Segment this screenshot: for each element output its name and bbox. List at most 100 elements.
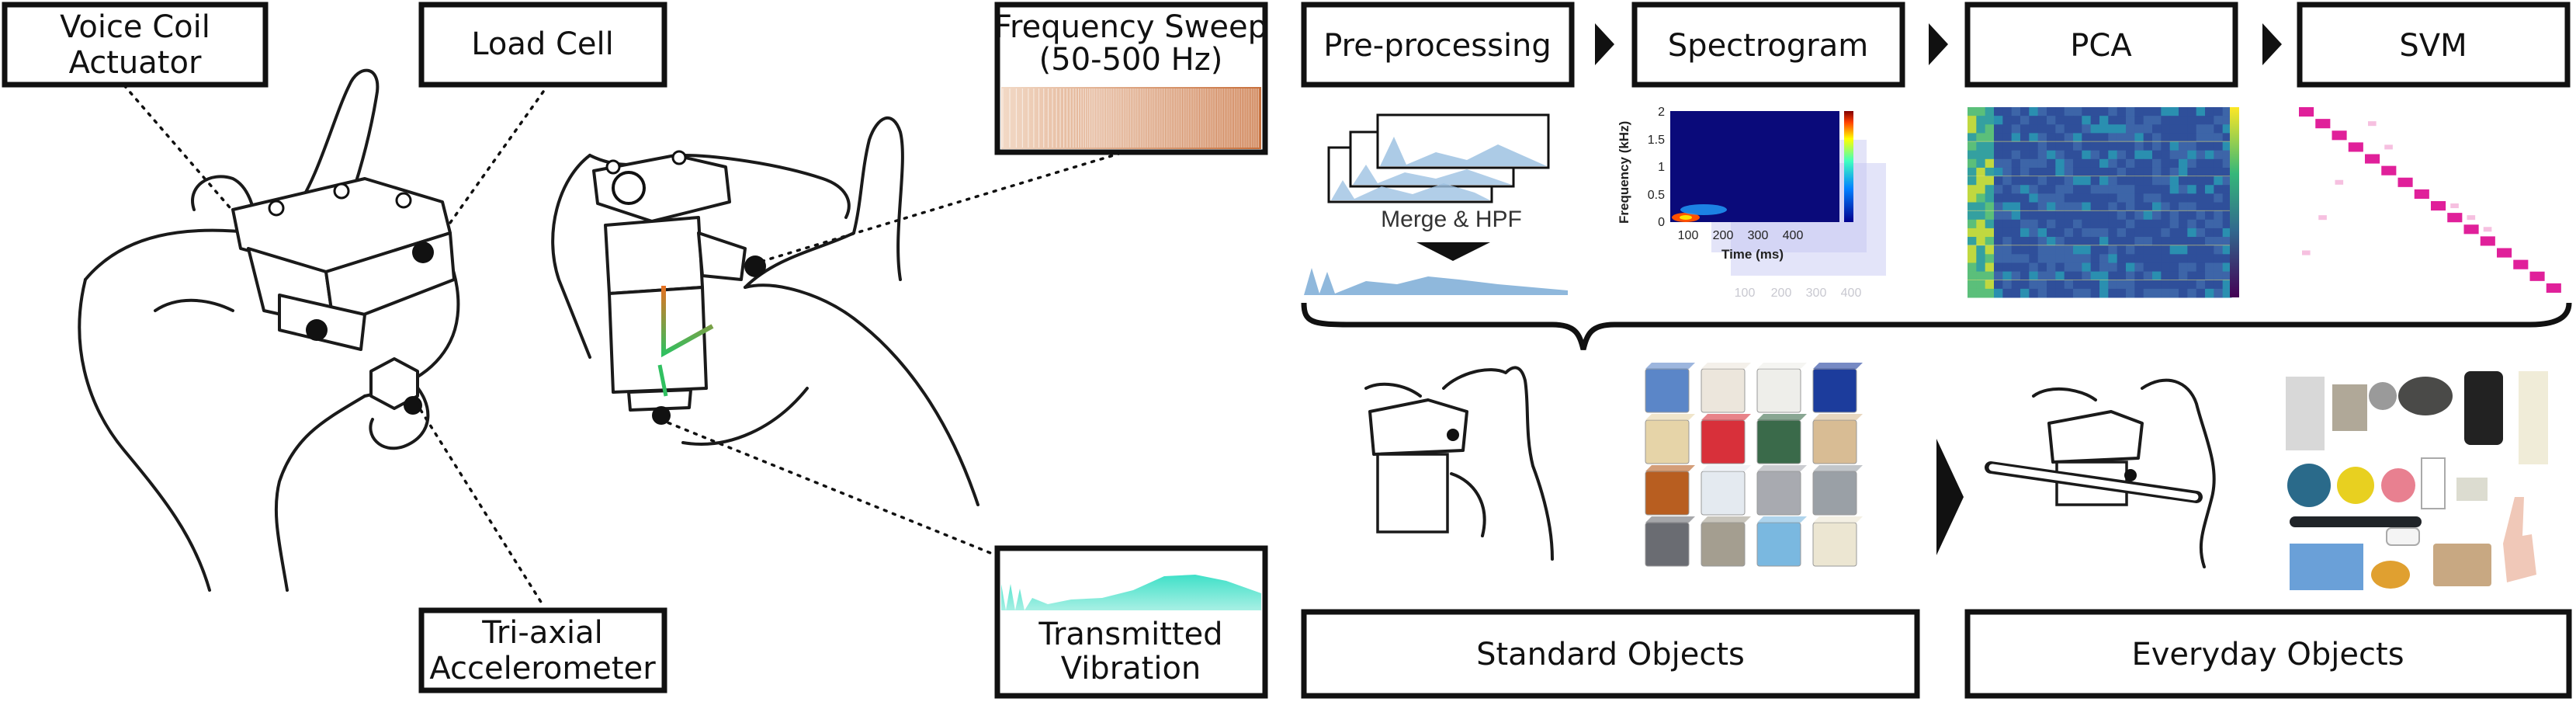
pca-cell: [2205, 288, 2214, 298]
standard-cube: [1701, 368, 1746, 413]
pca-cell: [2020, 271, 2030, 281]
pca-cell: [2143, 219, 2153, 229]
pca-cell: [2064, 254, 2074, 263]
pca-cell: [2029, 254, 2039, 263]
pca-cell: [2222, 133, 2232, 143]
pca-cell: [2187, 158, 2197, 169]
pca-cell: [1976, 176, 1986, 186]
pca-cell: [2126, 141, 2135, 151]
pca-cell: [2152, 133, 2162, 143]
pca-cell: [2073, 280, 2082, 290]
pca-cell: [2187, 176, 2197, 186]
pca-cell: [2099, 219, 2109, 229]
pca-cell: [2126, 219, 2135, 229]
pca-cell: [2073, 271, 2082, 281]
pca-cell: [2126, 262, 2135, 273]
pca-cell: [2134, 107, 2144, 116]
pca-cell: [2134, 210, 2144, 221]
merge-hpf-text: Merge & HPF: [1381, 207, 1522, 232]
pca-cell: [2214, 288, 2224, 298]
pca-cell: [2020, 176, 2030, 186]
pca-cell: [2082, 116, 2092, 125]
pca-cell: [2099, 158, 2109, 169]
pca-cell: [2055, 271, 2065, 281]
pca-cell: [2143, 185, 2153, 194]
pca-cell: [2099, 193, 2109, 203]
pca-cell: [2205, 219, 2214, 229]
pca-cell: [1976, 124, 1986, 134]
pca-cell: [1976, 288, 1986, 298]
pca-cell: [2020, 133, 2030, 143]
pca-cell: [2020, 288, 2030, 298]
sweep-text-2: (50-500 Hz): [1039, 42, 1223, 78]
pca-cell: [2187, 150, 2197, 160]
svm-diagonal-cell: [2397, 177, 2413, 187]
pca-cell: [2196, 124, 2206, 134]
pca-cell: [2179, 167, 2188, 177]
pca-cell: [2090, 237, 2100, 246]
pca-cell: [2214, 124, 2224, 134]
standard-cube-top: [1813, 516, 1863, 523]
pca-cell: [2187, 133, 2197, 143]
pca-cell: [2090, 262, 2100, 273]
pca-cell: [2187, 107, 2197, 116]
pca-cell: [1994, 210, 2003, 221]
pca-cell: [1994, 167, 2003, 177]
pca-cell: [2047, 150, 2056, 160]
pca-cell: [2169, 280, 2179, 290]
pca-cell: [2134, 237, 2144, 246]
pca-cell: [1976, 167, 1986, 177]
pca-cell: [2090, 271, 2100, 281]
standard-cube: [1701, 419, 1746, 464]
pca-cell: [2161, 202, 2171, 212]
pca-cell: [2152, 245, 2162, 255]
pca-cell: [1976, 141, 1986, 151]
pca-cell: [2029, 245, 2039, 255]
pca-cell: [2205, 245, 2214, 255]
pca-cell: [2143, 116, 2153, 125]
pca-cell: [2117, 133, 2127, 143]
pca-cell: [2002, 202, 2013, 212]
svm-offdiag-cell: [2368, 121, 2377, 127]
pca-cell: [2108, 193, 2118, 203]
pca-cell: [2108, 124, 2118, 134]
pca-cell: [2055, 176, 2065, 186]
step-spectrogram: Spectrogram: [1631, 2, 1905, 88]
pca-cell: [2064, 237, 2074, 246]
pca-cell: [2002, 116, 2013, 125]
pca-cell: [2002, 288, 2013, 298]
pca-cell: [1968, 176, 1977, 186]
pca-cell: [2047, 254, 2056, 263]
pca-cell: [2161, 167, 2171, 177]
spectro-x-tick: 100: [1678, 229, 1699, 242]
pca-cell: [2082, 107, 2092, 116]
pca-cell: [2214, 228, 2224, 238]
pca-cell: [2073, 245, 2082, 255]
arrow-icon: [1595, 23, 1614, 65]
pca-cell: [2196, 202, 2206, 212]
pca-cell: [2179, 150, 2188, 160]
pca-cell: [2064, 167, 2074, 177]
step-svm: SVM: [2297, 2, 2571, 88]
pca-cell: [2002, 133, 2013, 143]
everyday-object: [2290, 516, 2422, 527]
pca-cell: [2082, 288, 2092, 298]
pca-cell: [1968, 254, 1977, 263]
voice-coil-text-2: Actuator: [69, 45, 202, 81]
pca-cell: [1968, 262, 1977, 273]
pca-cell: [2002, 219, 2013, 229]
pca-cell: [2187, 219, 2197, 229]
pca-cell: [2117, 245, 2127, 255]
pca-cell: [2099, 280, 2109, 290]
pca-cell: [2082, 176, 2092, 186]
pca-cell: [2134, 202, 2144, 212]
pca-cell: [1976, 219, 1986, 229]
pca-cell: [1985, 210, 1995, 221]
pca-cell: [2134, 280, 2144, 290]
pca-cell: [2099, 185, 2109, 194]
pca-cell: [1985, 167, 1995, 177]
standard-cube: [1812, 471, 1857, 516]
spectro-y-tick: 1.5: [1648, 134, 1665, 147]
standard-cube-top: [1701, 465, 1751, 471]
pca-cell: [1968, 271, 1977, 281]
